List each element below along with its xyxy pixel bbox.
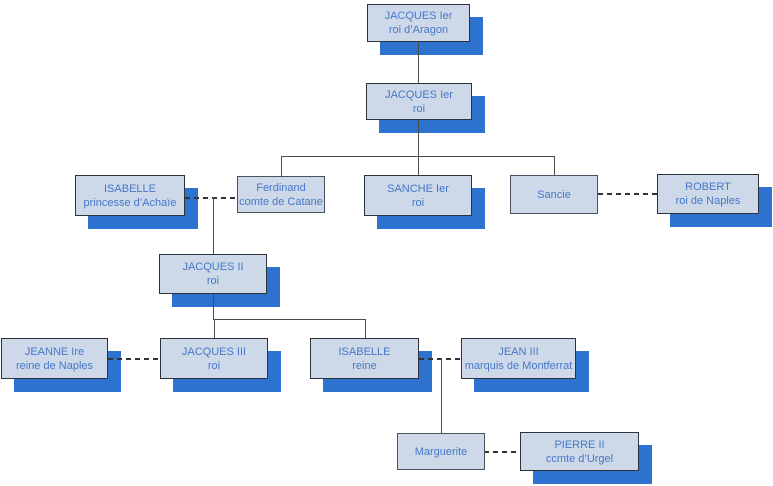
node-name-label: Marguerite xyxy=(414,445,468,458)
marriage-dashed-connector xyxy=(484,451,520,453)
marriage-dashed-connector xyxy=(108,358,160,360)
node-name-label: ISABELLE xyxy=(104,182,156,195)
node-name-label: JACQUES III xyxy=(181,345,247,358)
tree-node-jacques-ier-aragon[interactable]: JACQUES Ier roi d’Aragon xyxy=(367,4,470,42)
node-title-label: reine de Naples xyxy=(15,359,94,372)
node-name-label: JEANNE Ire xyxy=(24,345,85,358)
descent-connector-line xyxy=(418,120,419,175)
node-title-label: roi d’Aragon xyxy=(388,24,449,36)
descent-connector-line xyxy=(365,319,366,338)
descent-connector-line xyxy=(213,319,365,320)
descent-connector-line xyxy=(213,294,214,319)
node-name-label: ISABELLE xyxy=(338,345,391,358)
marriage-dashed-connector xyxy=(419,358,461,360)
node-name-label: Sancie xyxy=(537,188,571,201)
marriage-dashed-connector xyxy=(598,193,657,195)
node-title-label: comte de Catane xyxy=(239,195,323,208)
marriage-dashed-connector xyxy=(185,197,237,199)
node-name-label: SANCHE Ier xyxy=(387,182,449,195)
descent-connector-line xyxy=(418,42,419,83)
node-name-label: JEAN III xyxy=(498,345,539,358)
node-name-label: Ferdinand xyxy=(256,181,306,194)
node-name-label: ROBERT xyxy=(685,181,731,193)
node-name-label: JACQUES Ier xyxy=(384,10,453,22)
node-name-label: PIERRE II xyxy=(554,438,605,451)
descent-connector-line xyxy=(214,319,215,338)
tree-node-robert[interactable]: ROBERT roi de Naples xyxy=(657,174,759,214)
node-title-label: roi de Naples xyxy=(675,195,741,207)
node-title-label: roi xyxy=(206,275,220,287)
node-title-label: ccmte d’Urgel xyxy=(545,452,614,465)
node-title-label: roi xyxy=(411,196,425,209)
node-title-label: marquis de Montferrat xyxy=(464,359,573,372)
descent-connector-line xyxy=(554,156,555,175)
node-title-label: reine xyxy=(352,359,377,372)
descent-connector-line xyxy=(281,156,554,157)
tree-node-jacques-ii[interactable]: JACQUES II roi xyxy=(159,254,267,294)
tree-node-marguerite[interactable]: Marguerite xyxy=(397,433,485,470)
node-name-label: JACQUES II xyxy=(182,261,244,273)
descent-connector-line xyxy=(213,197,214,254)
node-title-label: roi xyxy=(207,359,221,372)
descent-connector-line xyxy=(281,156,282,176)
descent-connector-line xyxy=(441,358,442,433)
node-title-label: princesse d’Achaïe xyxy=(83,196,177,209)
tree-node-sancie[interactable]: Sancie xyxy=(510,175,598,214)
node-name-label: JACQUES Ier xyxy=(385,88,453,101)
node-title-label: roi xyxy=(412,102,426,115)
